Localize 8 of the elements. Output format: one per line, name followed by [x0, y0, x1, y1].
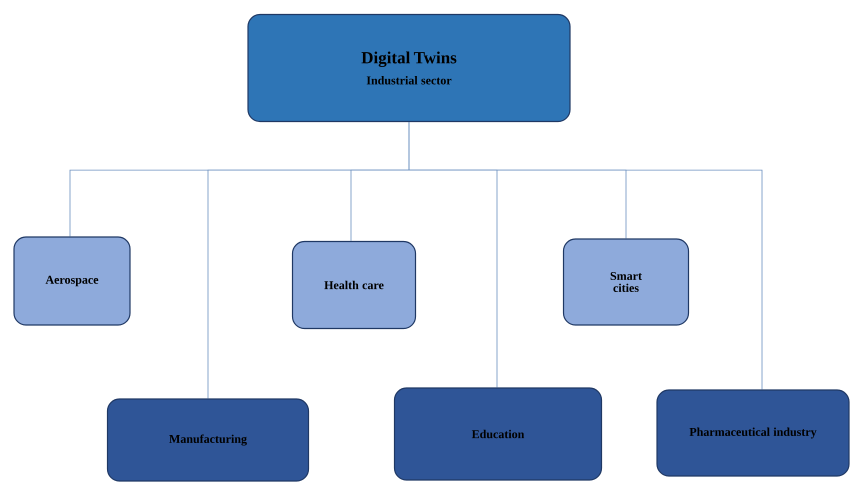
category-box: Manufacturing [106, 398, 310, 482]
connector-line [408, 122, 762, 390]
category-box: Smart cities [562, 238, 690, 326]
category-box: Education [394, 387, 602, 481]
category-box: Pharmaceutical industry [656, 389, 850, 477]
title-box: Digital Twins Industrial sector [247, 14, 571, 122]
category-box: Health care [292, 240, 416, 330]
category-box: Aerospace [13, 236, 131, 326]
